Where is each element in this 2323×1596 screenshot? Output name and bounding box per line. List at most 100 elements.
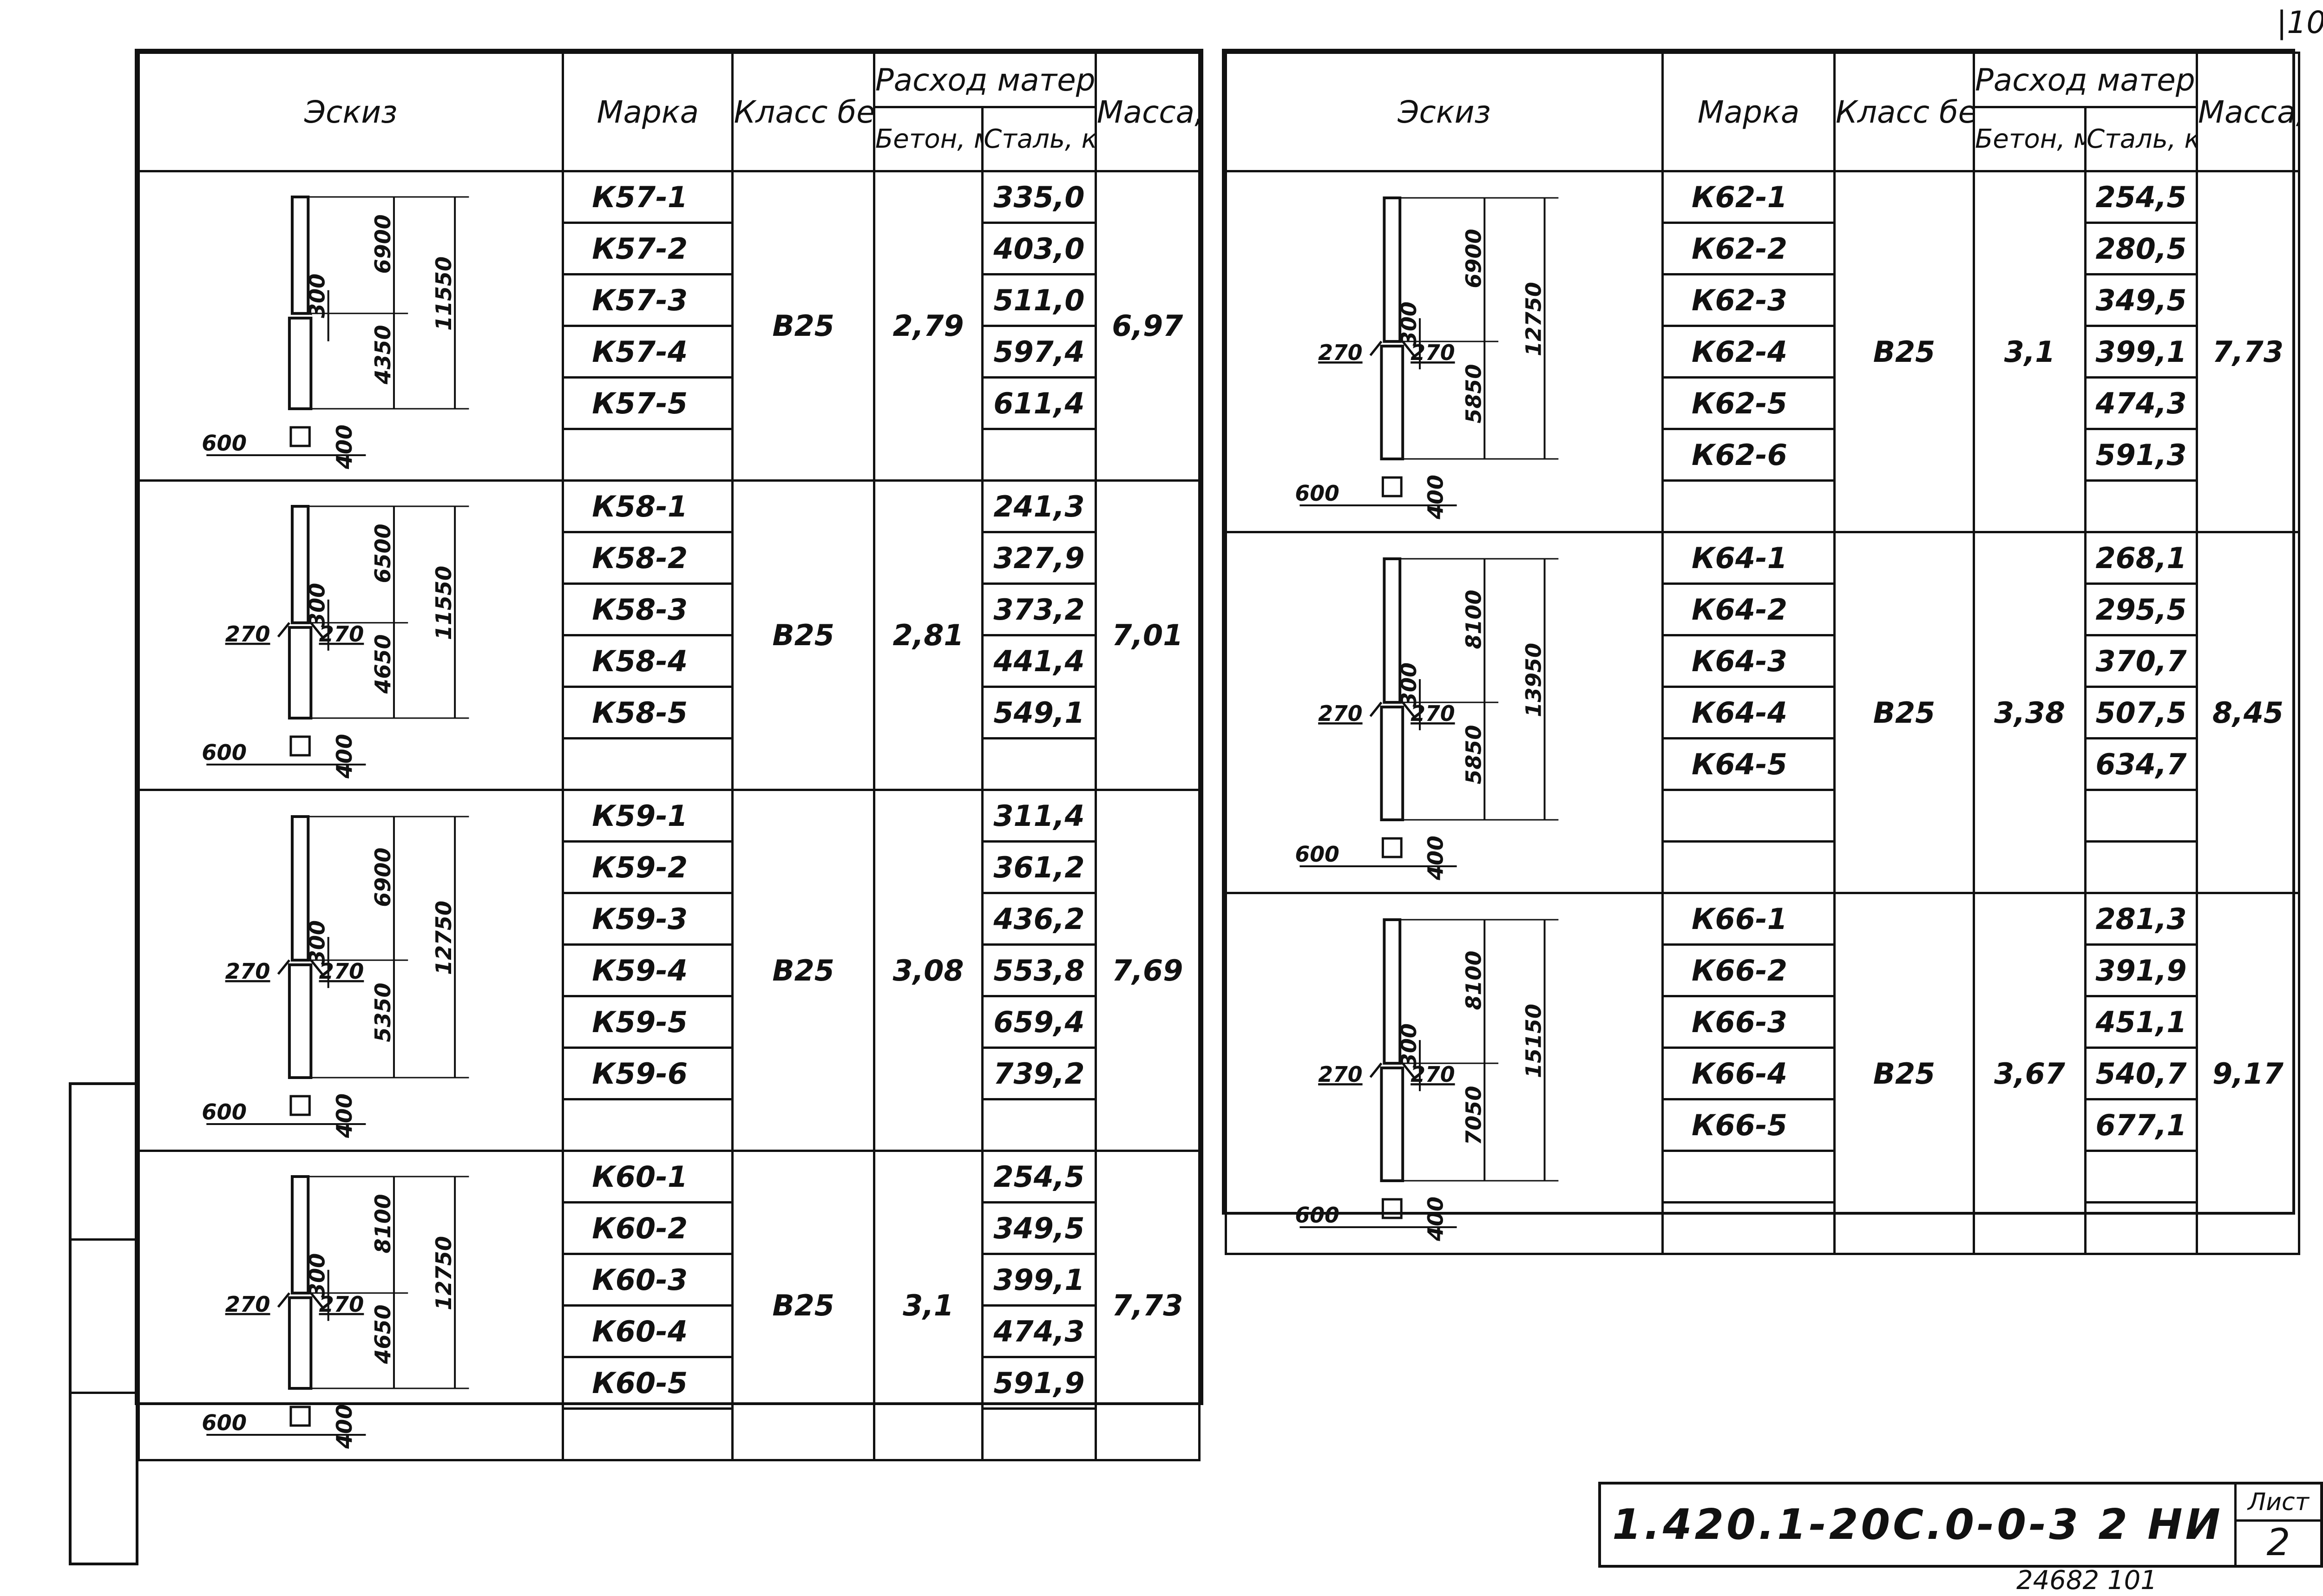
concrete-class-cell: B25 [731,789,875,1152]
header-concrete-volume: Бетон, м³ [873,106,984,172]
concrete-volume-cell: 2,81 [873,479,984,791]
mark-cell [1661,479,1836,533]
svg-text:15150: 15150 [1521,1004,1546,1078]
page-number: |103| [2277,5,2323,40]
mark-cell: К58-3 [562,582,734,636]
header-concrete-class: Класс бетона [731,52,875,172]
svg-text:270: 270 [319,1291,364,1316]
concrete-class-cell: B25 [731,170,875,482]
concrete-volume-cell: 3,67 [1973,892,2087,1255]
column-section [289,735,311,756]
column-section [1381,837,1403,858]
mark-cell: К64-4 [1661,686,1836,739]
left-table: Эскиз Марка Класс бетона Расход материал… [135,49,1203,1461]
mark-cell: К64-3 [1661,634,1836,688]
mark-cell: К66-1 [1661,892,1836,946]
steel-cell: 611,4 [981,376,1097,430]
concrete-class-cell: B25 [1833,531,1975,894]
steel-cell: 739,2 [981,1047,1097,1100]
mark-cell: К59-4 [562,943,734,997]
steel-cell: 597,4 [981,325,1097,379]
sheet-number: 2 [2266,1520,2290,1564]
steel-cell: 591,3 [2084,428,2198,482]
mark-cell: К60-1 [562,1150,734,1204]
svg-text:270: 270 [319,959,364,984]
svg-text:300: 300 [1396,662,1421,707]
svg-text:5850: 5850 [1461,364,1486,424]
svg-text:300: 300 [1396,301,1421,346]
svg-text:300: 300 [1396,1023,1421,1068]
column-lower [1380,1066,1404,1182]
mark-cell: К59-3 [562,892,734,946]
svg-text:300: 300 [304,582,329,627]
header-mark: Марка [562,52,734,172]
svg-text:270: 270 [1411,340,1455,365]
steel-cell: 403,0 [981,222,1097,275]
steel-cell: 280,5 [2084,222,2198,275]
steel-cell: 349,5 [2084,273,2198,327]
mark-cell [562,1407,734,1461]
mark-cell: К62-4 [1661,325,1836,379]
svg-text:5850: 5850 [1461,725,1486,785]
svg-text:270: 270 [319,621,364,646]
mark-cell: К58-1 [562,479,734,533]
svg-text:600: 600 [202,431,247,456]
concrete-class-cell: B25 [731,479,875,791]
sheet-label: Лист [2237,1485,2320,1522]
svg-text:270: 270 [225,1291,270,1316]
header-sketch: Эскиз [1225,52,1664,172]
column-section [1381,1198,1403,1219]
column-section [289,1406,311,1426]
svg-text:270: 270 [225,959,270,984]
side-stamp [69,1082,138,1565]
mass-cell: 9,17 [2196,892,2300,1255]
mark-cell: К60-3 [562,1253,734,1307]
mark-cell [1661,789,1836,843]
header-mark: Марка [1661,52,1836,172]
mark-cell: К58-2 [562,531,734,585]
svg-text:4650: 4650 [370,1304,395,1364]
header-sketch: Эскиз [137,52,564,172]
svg-text:6900: 6900 [370,848,395,907]
right-table: Эскиз Марка Класс бетона Расход материал… [1222,49,2300,1255]
mark-cell: К58-4 [562,634,734,688]
column-lower [1380,706,1404,821]
column-section [289,1095,311,1116]
title-stamp: 1.420.1-20С.0-0-3 2 НИ Лист 2 [1598,1482,2323,1568]
mass-cell: 7,01 [1094,479,1201,791]
mark-cell: К57-5 [562,376,734,430]
header-concrete-volume: Бетон, м³ [1973,106,2087,172]
svg-text:8100: 8100 [1461,951,1486,1010]
svg-text:270: 270 [1318,701,1362,726]
steel-cell: 399,1 [2084,325,2198,379]
steel-cell: 540,7 [2084,1047,2198,1100]
header-mass: Масса, т [1094,52,1201,172]
concrete-volume-cell: 3,38 [1973,531,2087,894]
steel-cell: 311,4 [981,789,1097,843]
svg-text:400: 400 [1423,1197,1448,1242]
steel-cell: 451,1 [2084,995,2198,1049]
svg-text:6500: 6500 [370,523,395,583]
concrete-volume-cell: 3,1 [1973,170,2087,533]
steel-cell: 335,0 [981,170,1097,224]
mark-cell [562,737,734,791]
mark-cell: К60-5 [562,1356,734,1410]
concrete-class-cell: B25 [731,1150,875,1461]
header-materials: Расход материалов [1973,51,2198,109]
steel-cell: 591,9 [981,1356,1097,1410]
mark-cell: К58-5 [562,686,734,739]
mark-cell: К57-1 [562,170,734,224]
steel-cell: 677,1 [2084,1098,2198,1152]
column-lower [1380,345,1404,460]
header-materials: Расход материалов [873,51,1097,109]
column-section [1381,476,1403,497]
mark-cell: К66-4 [1661,1047,1836,1100]
mark-cell: К62-2 [1661,222,1836,275]
archive-number: 24682 101 [2016,1565,2157,1596]
svg-text:400: 400 [332,734,357,779]
